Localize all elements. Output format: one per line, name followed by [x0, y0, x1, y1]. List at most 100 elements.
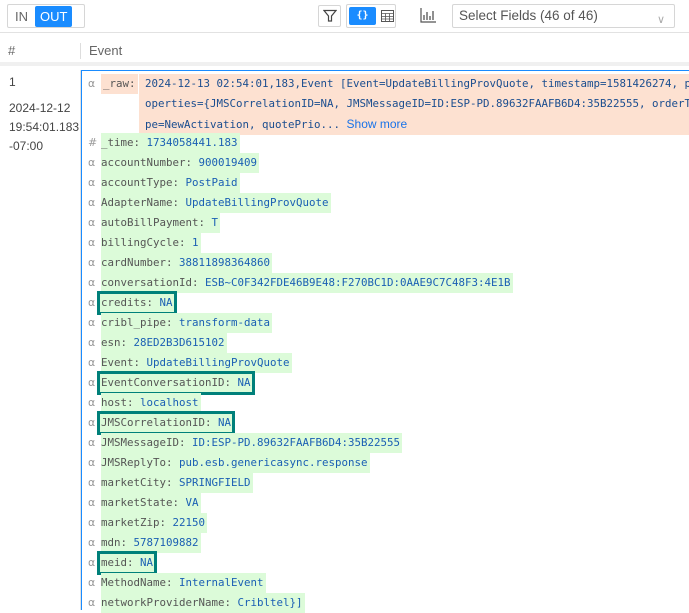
field-pair[interactable]: marketCity: SPRINGFIELD [101, 473, 253, 493]
out-button[interactable]: OUT [35, 5, 73, 27]
string-type-icon: α [88, 516, 96, 529]
field-pair[interactable]: billingCycle: 1 [101, 233, 201, 253]
event-timestamp: 2024-12-12 19:54:01.183 -07:00 [9, 99, 79, 156]
json-view-button[interactable]: {} [349, 7, 376, 25]
field-pair[interactable]: JMSMessageID: ID:ESP-PD.89632FAAFB6D4:35… [101, 433, 403, 453]
header-number: # [8, 43, 16, 58]
field-pair[interactable]: MethodName: InternalEvent [101, 573, 266, 593]
raw-text: 2024-12-13 02:54:01,183,Event [Event=Upd… [145, 77, 689, 131]
field-key: marketState: [101, 496, 180, 509]
field-pair[interactable]: esn: 28ED2B3D615102 [101, 333, 227, 353]
string-type-icon: α [88, 596, 96, 609]
string-type-icon: α [88, 576, 96, 589]
field-key: JMSMessageID: [101, 436, 186, 449]
field-key: JMSCorrelationID: [101, 416, 212, 429]
field-key: autoBillPayment: [101, 216, 206, 229]
event-meta-column: 1 2024-12-12 19:54:01.183 -07:00 [0, 70, 81, 610]
field-value: VA [185, 496, 199, 509]
field-pair[interactable]: networkProviderName: Cribltel}] [101, 593, 305, 613]
field-value: 1734058441.183 [146, 136, 238, 149]
field-value: NA [159, 296, 173, 309]
select-fields-label: Select Fields (46 of 46) [459, 8, 598, 23]
field-value: PostPaid [185, 176, 238, 189]
field-value: localhost [140, 396, 199, 409]
field-key: MethodName: [101, 576, 173, 589]
raw-value: 2024-12-13 02:54:01,183,Event [Event=Upd… [139, 74, 689, 135]
field-pair[interactable]: autoBillPayment: T [101, 213, 221, 233]
field-value: NA [140, 556, 154, 569]
field-pair[interactable]: cardNumber: 38811898364860 [101, 253, 273, 273]
field-pair[interactable]: meid: NA [96, 551, 158, 575]
field-pair[interactable]: conversationId: ESB~C0F342FDE46B9E48:F27… [101, 273, 513, 293]
select-fields-dropdown[interactable]: Select Fields (46 of 46) ∨ [452, 4, 675, 28]
field-pair[interactable]: AdapterName: UpdateBillingProvQuote [101, 193, 331, 213]
event-number: 1 [9, 75, 16, 89]
string-type-icon: α [88, 436, 96, 449]
field-value: NA [218, 416, 232, 429]
field-pair[interactable]: marketState: VA [101, 493, 201, 513]
string-type-icon: α [88, 316, 96, 329]
field-value: pub.esb.genericasync.response [179, 456, 368, 469]
string-type-icon: α [88, 196, 96, 209]
field-value: UpdateBillingProvQuote [146, 356, 290, 369]
field-value: UpdateBillingProvQuote [185, 196, 329, 209]
field-pair[interactable]: marketZip: 22150 [101, 513, 208, 533]
string-type-icon: α [88, 376, 96, 389]
field-key: esn: [101, 336, 128, 349]
string-type-icon: α [88, 336, 96, 349]
field-value: 1 [192, 236, 199, 249]
field-value: ESB~C0F342FDE46B9E48:F270BC1D:0AAE9C7C48… [205, 276, 511, 289]
timestamp-time: 19:54:01.183 [9, 120, 80, 134]
field-value: 900019409 [198, 156, 258, 169]
string-type-icon: α [88, 156, 96, 169]
field-value: 5787109882 [133, 536, 199, 549]
field-key: marketZip: [101, 516, 167, 529]
table-header: # Event [0, 34, 689, 66]
field-value: SPRINGFIELD [179, 476, 251, 489]
field-key: credits: [101, 296, 154, 309]
field-value: ID:ESP-PD.89632FAAFB6D4:35B22555 [192, 436, 401, 449]
string-type-icon: α [88, 356, 96, 369]
field-key: marketCity: [101, 476, 173, 489]
field-key: meid: [101, 556, 134, 569]
field-key: EventConversationID: [101, 376, 232, 389]
toolbar: IN OUT {} Select Fields (46 of 46) ∨ [0, 0, 689, 33]
bar-chart-icon[interactable] [420, 8, 436, 23]
field-key: cribl_pipe: [101, 316, 173, 329]
field-key: billingCycle: [101, 236, 186, 249]
field-value: 28ED2B3D615102 [133, 336, 225, 349]
raw-key: _raw: [101, 74, 138, 94]
show-more-link[interactable]: Show more [346, 117, 408, 131]
string-type-icon: α [88, 556, 96, 569]
filter-button[interactable] [318, 5, 341, 27]
field-value: 22150 [172, 516, 206, 529]
field-key: accountType: [101, 176, 180, 189]
field-pair[interactable]: _time: 1734058441.183 [101, 133, 240, 153]
in-button[interactable]: IN [15, 8, 28, 24]
view-mode-group: {} [346, 4, 396, 28]
field-key: networkProviderName: [101, 596, 232, 609]
field-key: mdn: [101, 536, 128, 549]
field-pair[interactable]: mdn: 5787109882 [101, 533, 201, 553]
field-key: AdapterName: [101, 196, 180, 209]
field-value: 38811898364860 [179, 256, 271, 269]
field-pair[interactable]: JMSReplyTo: pub.esb.genericasync.respons… [101, 453, 370, 473]
table-icon[interactable] [381, 10, 394, 22]
string-type-icon: α [88, 296, 96, 309]
field-value: NA [237, 376, 251, 389]
field-pair[interactable]: accountNumber: 900019409 [101, 153, 260, 173]
field-pair[interactable]: accountType: PostPaid [101, 173, 240, 193]
field-pair[interactable]: credits: NA [97, 291, 177, 315]
timestamp-date: 2024-12-12 [9, 101, 71, 115]
string-type-icon: α [88, 276, 96, 289]
field-pair[interactable]: EventConversationID: NA [97, 371, 255, 395]
in-out-toggle: IN OUT [7, 4, 85, 28]
field-pair[interactable]: cribl_pipe: transform-data [101, 313, 273, 333]
field-pair[interactable]: JMSCorrelationID: NA [96, 411, 236, 435]
field-key: cardNumber: [101, 256, 173, 269]
chevron-down-icon: ∨ [656, 14, 665, 26]
string-type-icon: α [88, 256, 96, 269]
event-detail: α _raw: 2024-12-13 02:54:01,183,Event [E… [81, 70, 689, 613]
field-pair[interactable]: host: localhost [101, 393, 201, 413]
field-pair[interactable]: Event: UpdateBillingProvQuote [101, 353, 292, 373]
